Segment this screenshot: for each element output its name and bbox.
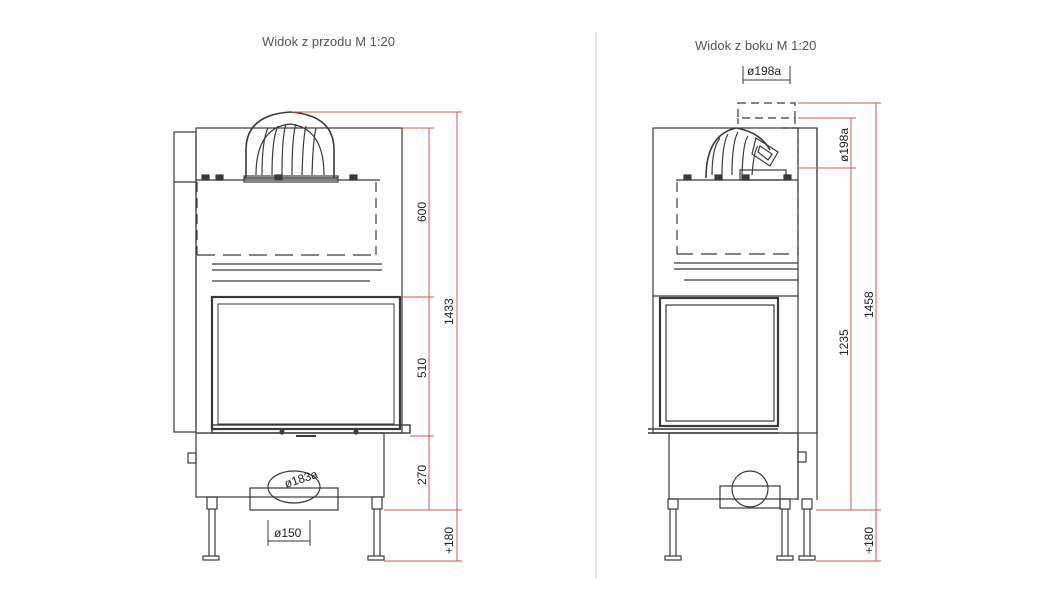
dim-upper-height: 600 bbox=[415, 202, 429, 222]
front-air-inlet bbox=[249, 487, 339, 511]
front-view bbox=[173, 111, 411, 561]
front-glass-frame bbox=[210, 295, 402, 431]
dim-side-legs: +180 bbox=[862, 527, 876, 554]
side-base bbox=[668, 432, 799, 500]
front-inlet-dimension bbox=[267, 520, 311, 546]
front-side-panel bbox=[173, 131, 197, 433]
dim-legs: +180 bbox=[442, 527, 456, 554]
side-view-title: Widok z boku M 1:20 bbox=[695, 38, 817, 53]
dim-glass-height: 510 bbox=[415, 358, 429, 378]
front-glass-inner bbox=[217, 303, 395, 425]
side-view bbox=[648, 102, 818, 561]
dim-base-height: 270 bbox=[415, 465, 429, 485]
front-view-title: Widok z przodu M 1:20 bbox=[262, 34, 395, 49]
front-flue-dome bbox=[245, 111, 335, 178]
side-glass-frame bbox=[658, 296, 780, 428]
side-dimensions bbox=[798, 102, 881, 562]
dim-to-side-outlet: 1235 bbox=[837, 329, 851, 356]
front-base bbox=[195, 432, 385, 498]
side-top-outlet-dimension bbox=[742, 66, 791, 84]
dim-total-height: 1433 bbox=[442, 298, 456, 325]
side-dimension-labels: ø198a ø198a 1235 1458 +180 bbox=[747, 64, 876, 554]
dim-outlet-diameter: ø183a bbox=[283, 467, 320, 491]
dim-outlet-side-diameter: ø198a bbox=[837, 128, 851, 162]
dim-side-total-height: 1458 bbox=[862, 291, 876, 318]
dim-outlet-top-diameter: ø198a bbox=[747, 64, 781, 78]
side-flue-dome bbox=[705, 127, 771, 179]
dim-air-inlet-diameter: ø150 bbox=[274, 526, 302, 540]
front-dimensions bbox=[292, 111, 462, 562]
